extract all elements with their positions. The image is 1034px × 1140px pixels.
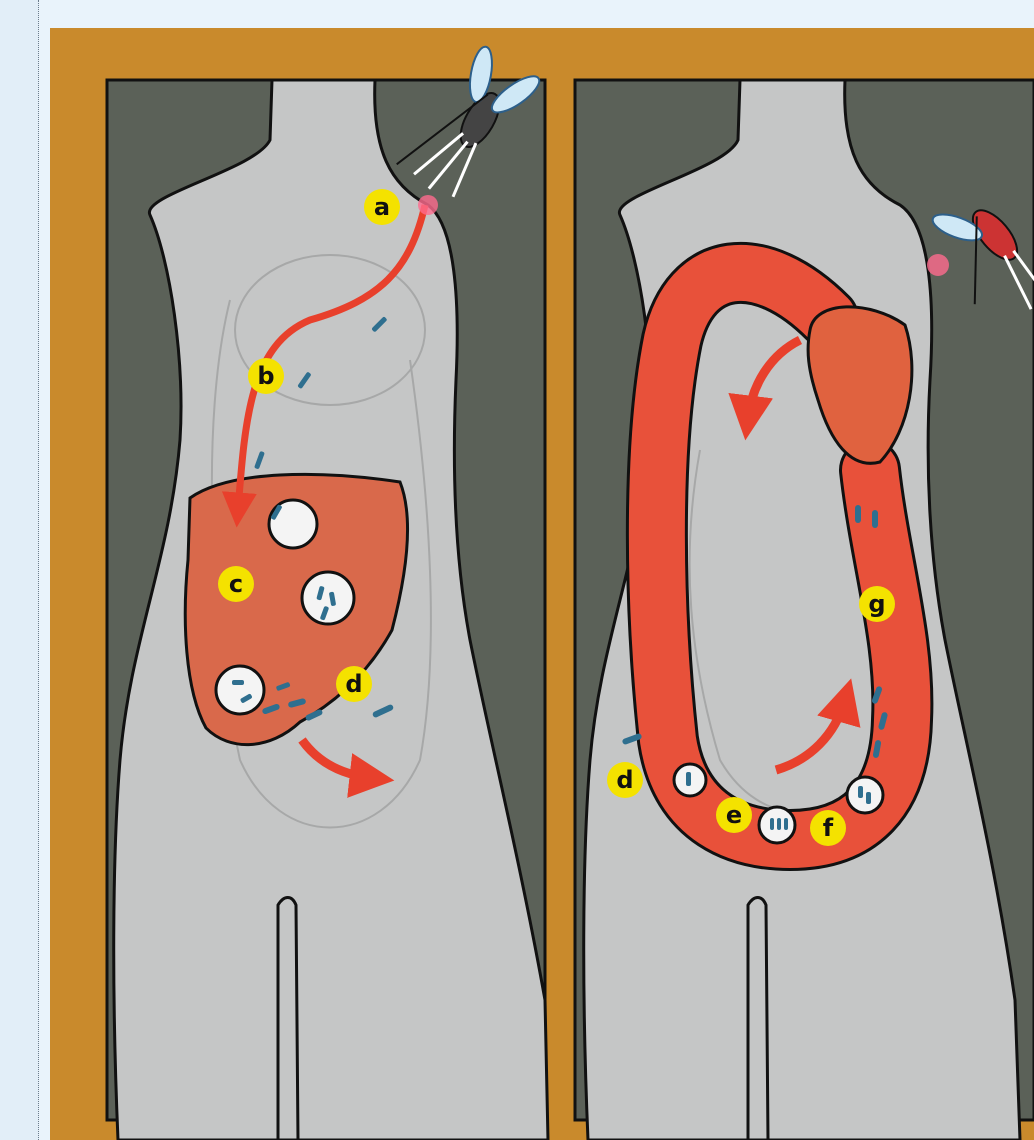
label-d-right: d <box>607 762 643 798</box>
label-g-text: g <box>868 590 885 618</box>
label-b-text: b <box>257 362 274 390</box>
label-a-text: a <box>374 193 390 221</box>
label-e: e <box>716 797 752 833</box>
label-c: c <box>218 566 254 602</box>
label-g: g <box>859 586 895 622</box>
label-d-left-text: d <box>345 670 362 698</box>
label-f: f <box>810 810 846 846</box>
label-f-text: f <box>823 814 834 842</box>
bite-site-left <box>418 195 438 215</box>
label-d-right-text: d <box>616 766 633 794</box>
label-e-text: e <box>726 801 742 829</box>
label-a: a <box>364 189 400 225</box>
label-c-text: c <box>229 570 243 598</box>
hepatocyte-1 <box>269 500 317 548</box>
left-panel: a b c d <box>107 35 549 1140</box>
hepatocyte-2 <box>302 572 354 624</box>
hepatocyte-rupturing <box>216 666 264 714</box>
label-b: b <box>248 358 284 394</box>
label-d-left: d <box>336 666 372 702</box>
right-panel: d e f g <box>575 80 1034 1140</box>
bite-site-right <box>927 254 949 276</box>
